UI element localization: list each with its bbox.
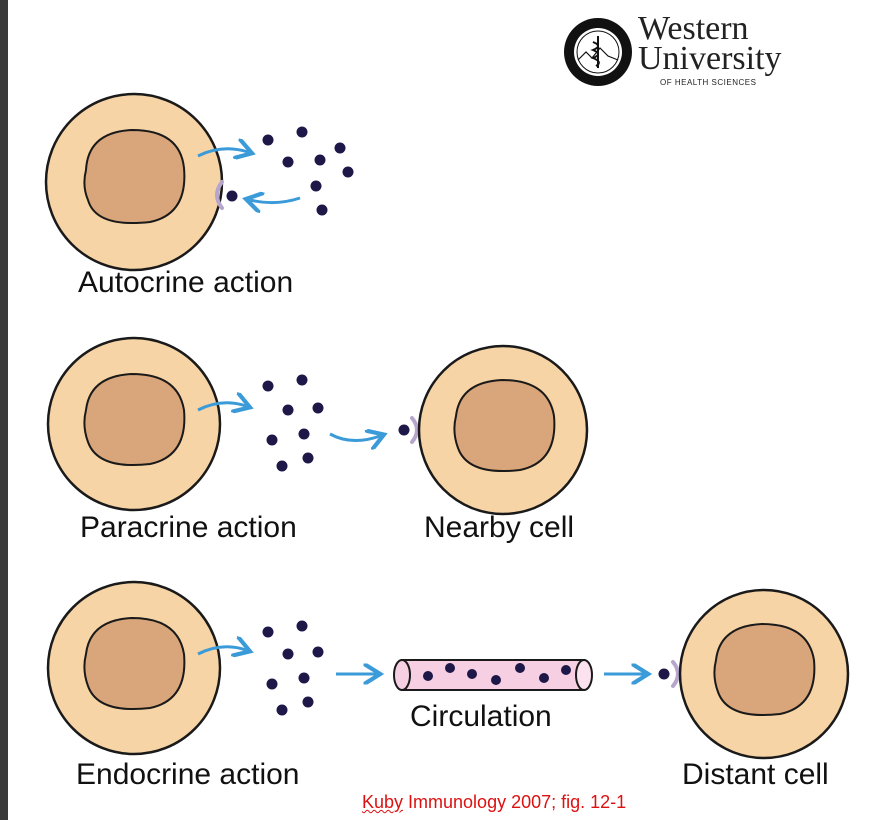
citation-source: Immunology 2007; fig. 12-1 (403, 792, 627, 812)
autocrine-return-arrow (250, 198, 301, 203)
autocrine-out-arrow (197, 149, 248, 156)
autocrine-cell (44, 92, 224, 272)
endocrine-receptor (671, 660, 680, 688)
autocrine-label: Autocrine action (78, 266, 294, 299)
paracrine-source-cell (46, 336, 222, 512)
circulating-molecules (423, 663, 571, 685)
university-logo: Western University OF HEALTH SCIENCES (558, 12, 794, 92)
paracrine-label: Paracrine action (80, 511, 297, 544)
endocrine-release-arrow (197, 647, 246, 654)
nearby-cell (417, 344, 589, 516)
logo-subtitle: OF HEALTH SCIENCES (660, 78, 757, 87)
citation-author: Kuby (362, 792, 404, 812)
paracrine-receptor (410, 416, 419, 444)
logo-university: University (638, 40, 782, 77)
distant-cell (678, 588, 850, 760)
nearby-cell-label: Nearby cell (424, 511, 575, 544)
endocrine-bound-molecule (658, 668, 670, 680)
endocrine-label: Endocrine action (76, 758, 300, 791)
paracrine-bound-molecule (398, 424, 410, 436)
circulation-label: Circulation (410, 700, 552, 733)
citation: Kuby Immunology 2007; fig. 12-1 (362, 792, 626, 813)
logo-western: Western (638, 10, 749, 47)
endocrine-molecules (262, 620, 324, 716)
paracrine-release-arrow (197, 403, 246, 410)
distant-cell-label: Distant cell (682, 758, 829, 791)
endocrine-source-cell (46, 580, 222, 756)
seal-icon (564, 18, 632, 86)
autocrine-molecules (226, 126, 354, 216)
left-edge-bar (0, 0, 8, 820)
paracrine-transfer-arrow (329, 434, 380, 441)
autocrine-receptor (215, 180, 224, 210)
paracrine-molecules (262, 374, 324, 472)
